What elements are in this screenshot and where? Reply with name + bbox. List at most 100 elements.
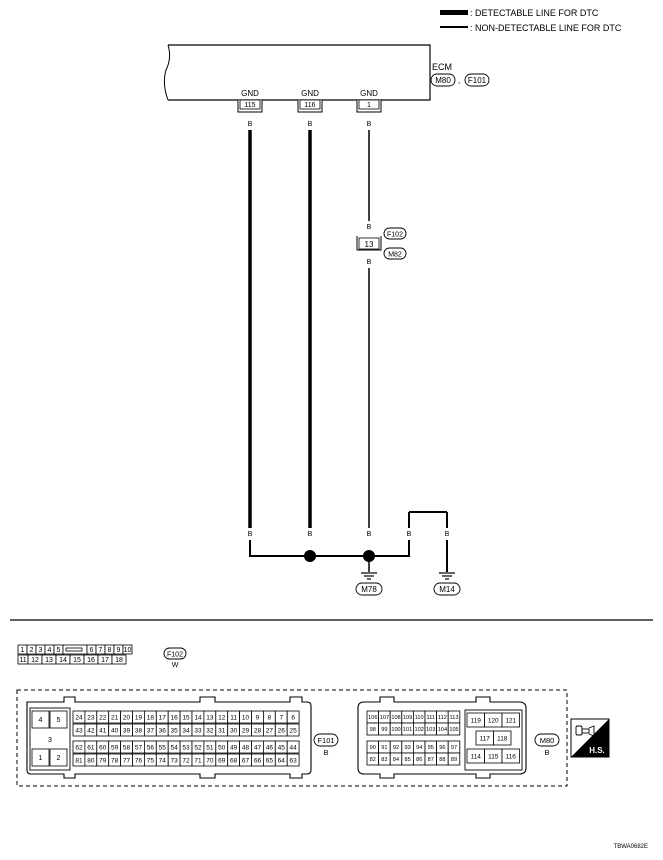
pin-number: 51 (206, 744, 214, 751)
pin-number: 28 (254, 727, 262, 734)
pin-number: 100 (391, 727, 400, 733)
diagram-code: TBWA0682E (614, 844, 648, 850)
pin-number: 110 (415, 715, 424, 721)
pin-number: 2 (57, 755, 61, 762)
joint-connector-m82: M82 (388, 252, 402, 259)
pin-number: 21 (111, 714, 119, 721)
latch (65, 647, 83, 652)
pin-number: 3 (39, 647, 43, 654)
pin-number: 96 (439, 745, 445, 751)
joint-connector: B 13 F102 M82 B (356, 224, 407, 266)
pin-number: 33 (194, 727, 202, 734)
pin-number: 60 (99, 744, 107, 751)
pin-number: 8 (108, 647, 112, 654)
pin-cell (493, 730, 512, 746)
svg-text:F101: F101 (317, 736, 334, 745)
pin-number: 111 (427, 715, 436, 721)
pin-number: 72 (182, 757, 190, 764)
pin-cell (286, 740, 300, 754)
pin-number: 17 (101, 657, 109, 664)
pin-number: 90 (370, 745, 376, 751)
pin-number: 65 (266, 757, 274, 764)
pin-number: 118 (497, 735, 508, 742)
pin-number: 77 (123, 757, 131, 764)
wire-label: B (367, 531, 372, 538)
pin-cell (501, 748, 520, 764)
ecm-terminal-115: GND 115 B (237, 89, 263, 128)
terminal-pin: 116 (304, 102, 315, 109)
joint-wire-bottom: B (367, 259, 372, 266)
pin-number: 41 (99, 727, 107, 734)
pin-number: 73 (171, 757, 179, 764)
wire-label: B (445, 531, 450, 538)
pin-number: 114 (471, 753, 482, 760)
pin-number: 30 (230, 727, 238, 734)
bottom-wiring: B B B B B M78 M14 (248, 511, 461, 596)
pin-number: 29 (242, 727, 250, 734)
joint-wire-top: B (367, 224, 372, 231)
pin-cell (447, 722, 461, 736)
pin-number: 42 (87, 727, 95, 734)
pin-number: 32 (206, 727, 214, 734)
wire-color: B (248, 121, 253, 128)
svg-text:M80: M80 (540, 736, 555, 745)
ecm-terminal-1: GND 1 B (356, 89, 382, 128)
pin-number: 119 (471, 717, 482, 724)
pin-number: 15 (73, 657, 81, 664)
pin-number: 104 (438, 727, 447, 733)
pin-number: 121 (505, 717, 516, 724)
pin-number: 87 (428, 757, 434, 763)
pin-number: 74 (159, 757, 167, 764)
f101-connector-id: F101 B (313, 733, 339, 757)
pin-number: 26 (278, 727, 286, 734)
pin-number: 106 (368, 715, 377, 721)
pin-number: 109 (403, 715, 412, 721)
pin-number: 102 (415, 727, 424, 733)
terminal-pin: 1 (367, 102, 371, 109)
pin-number: 94 (416, 745, 422, 751)
pin-number: 14 (194, 714, 202, 721)
ground-label: M78 (361, 585, 377, 594)
pin-number: 18 (115, 657, 123, 664)
pin-number: 103 (426, 727, 435, 733)
splice-point (363, 550, 375, 562)
joint-pin: 13 (365, 240, 374, 249)
pin-number: 63 (290, 757, 298, 764)
pin-number: 49 (230, 744, 238, 751)
svg-text:F102: F102 (167, 652, 183, 659)
ground-symbol-m78: M78 (355, 572, 383, 596)
pin-number: 70 (206, 757, 214, 764)
pin-number: 75 (147, 757, 155, 764)
harness-side-icon: H.S. (570, 718, 610, 758)
f102-connector-id: F102 W (163, 647, 187, 669)
pin-number: 112 (438, 715, 447, 721)
hs-label: H.S. (589, 746, 605, 755)
connector-frame (16, 689, 568, 787)
pin-number: 55 (159, 744, 167, 751)
pin-number: 37 (147, 727, 155, 734)
pin-number: 61 (87, 744, 95, 751)
pin-number: 11 (19, 657, 26, 664)
pin-number: 38 (135, 727, 143, 734)
wire-label: B (308, 531, 313, 538)
pin-number: 4 (48, 647, 52, 654)
pin-number: 88 (439, 757, 445, 763)
pin-number: 46 (266, 744, 274, 751)
pin-number: 78 (111, 757, 119, 764)
pin-cell (286, 723, 300, 737)
wire-color: B (308, 121, 313, 128)
pin-number: 64 (278, 757, 286, 764)
pin-number: 84 (393, 757, 399, 763)
pin-number: 69 (218, 757, 226, 764)
pin-number: 76 (135, 757, 143, 764)
pin-number: 5 (57, 717, 61, 724)
legend: : DETECTABLE LINE FOR DTC : NON-DETECTAB… (440, 8, 622, 33)
pin-number: 108 (391, 715, 400, 721)
pin-number: 39 (123, 727, 131, 734)
pin-number: 17 (159, 714, 167, 721)
pin-number: 113 (450, 715, 459, 721)
joint-connector-f102: F102 (387, 232, 403, 239)
terminal-pin: 115 (244, 102, 255, 109)
pin-number: 6 (291, 714, 295, 721)
